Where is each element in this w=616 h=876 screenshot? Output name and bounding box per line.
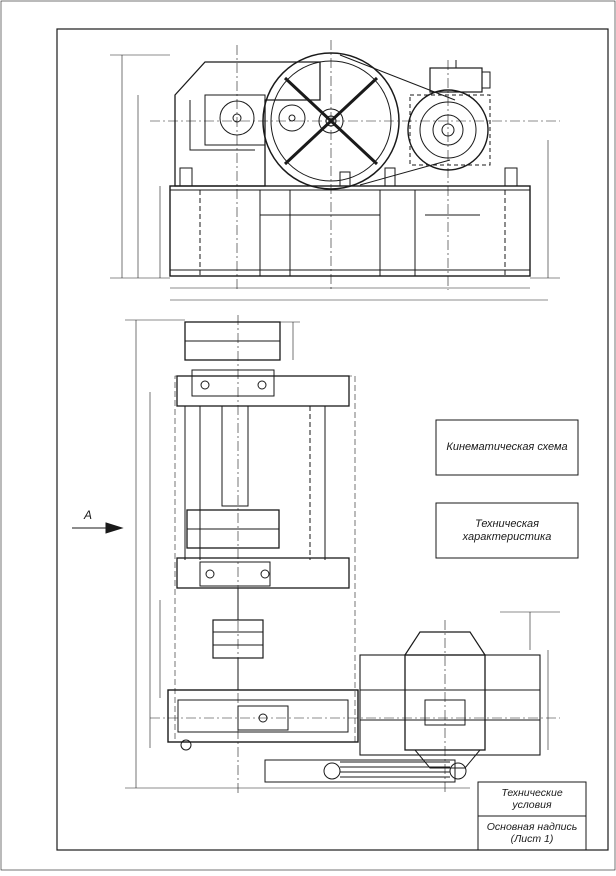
title-block-box <box>477 815 587 851</box>
view-arrow-label: А <box>83 508 92 523</box>
title-block-label: Основная надпись (Лист 1) <box>486 820 578 845</box>
kinematic-scheme-label: Кинематическая схема <box>446 441 568 454</box>
tech-characteristic-box <box>435 502 579 559</box>
front-view <box>110 40 560 301</box>
tech-conditions-label: Технические условия <box>501 786 563 811</box>
inner-frame <box>56 28 609 851</box>
kinematic-scheme-box <box>435 419 579 476</box>
tech-characteristic-label: Техническая характеристика <box>462 517 552 543</box>
plan-view <box>72 315 560 795</box>
